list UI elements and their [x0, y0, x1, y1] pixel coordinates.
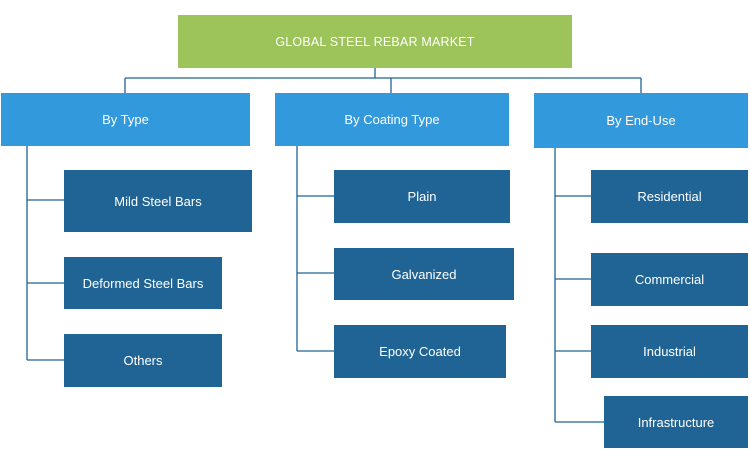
- leaf-industrial: Industrial: [591, 325, 748, 378]
- leaf-label: Industrial: [643, 344, 696, 359]
- leaf-infrastructure: Infrastructure: [604, 396, 748, 448]
- leaf-plain: Plain: [334, 170, 510, 223]
- leaf-epoxy-coated: Epoxy Coated: [334, 325, 506, 378]
- leaf-label: Residential: [637, 189, 702, 204]
- leaf-label: Infrastructure: [637, 414, 715, 430]
- leaf-label: Galvanized: [391, 266, 457, 282]
- leaf-galvanized: Galvanized: [334, 248, 514, 300]
- leaf-label: Others: [123, 353, 163, 368]
- leaf-residential: Residential: [591, 170, 748, 223]
- category-label: By End-Use: [606, 113, 676, 128]
- leaf-deformed-steel-bars: Deformed Steel Bars: [64, 257, 222, 309]
- leaf-mild-steel-bars: Mild Steel Bars: [64, 170, 252, 232]
- category-by-end-use: By End-Use: [534, 93, 748, 148]
- category-by-type: By Type: [1, 93, 250, 146]
- leaf-commercial: Commercial: [591, 253, 748, 306]
- category-label: By Type: [102, 112, 149, 127]
- leaf-label: Mild Steel Bars: [114, 193, 202, 209]
- leaf-others: Others: [64, 334, 222, 387]
- root-label: GLOBAL STEEL REBAR MARKET: [275, 34, 475, 49]
- root-node: GLOBAL STEEL REBAR MARKET: [178, 15, 572, 68]
- leaf-label: Commercial: [634, 272, 705, 287]
- leaf-label: Deformed Steel Bars: [82, 275, 204, 291]
- category-label: By Coating Type: [344, 112, 440, 127]
- leaf-label: Epoxy Coated: [379, 344, 461, 359]
- category-by-coating-type: By Coating Type: [275, 93, 509, 146]
- leaf-label: Plain: [407, 189, 437, 204]
